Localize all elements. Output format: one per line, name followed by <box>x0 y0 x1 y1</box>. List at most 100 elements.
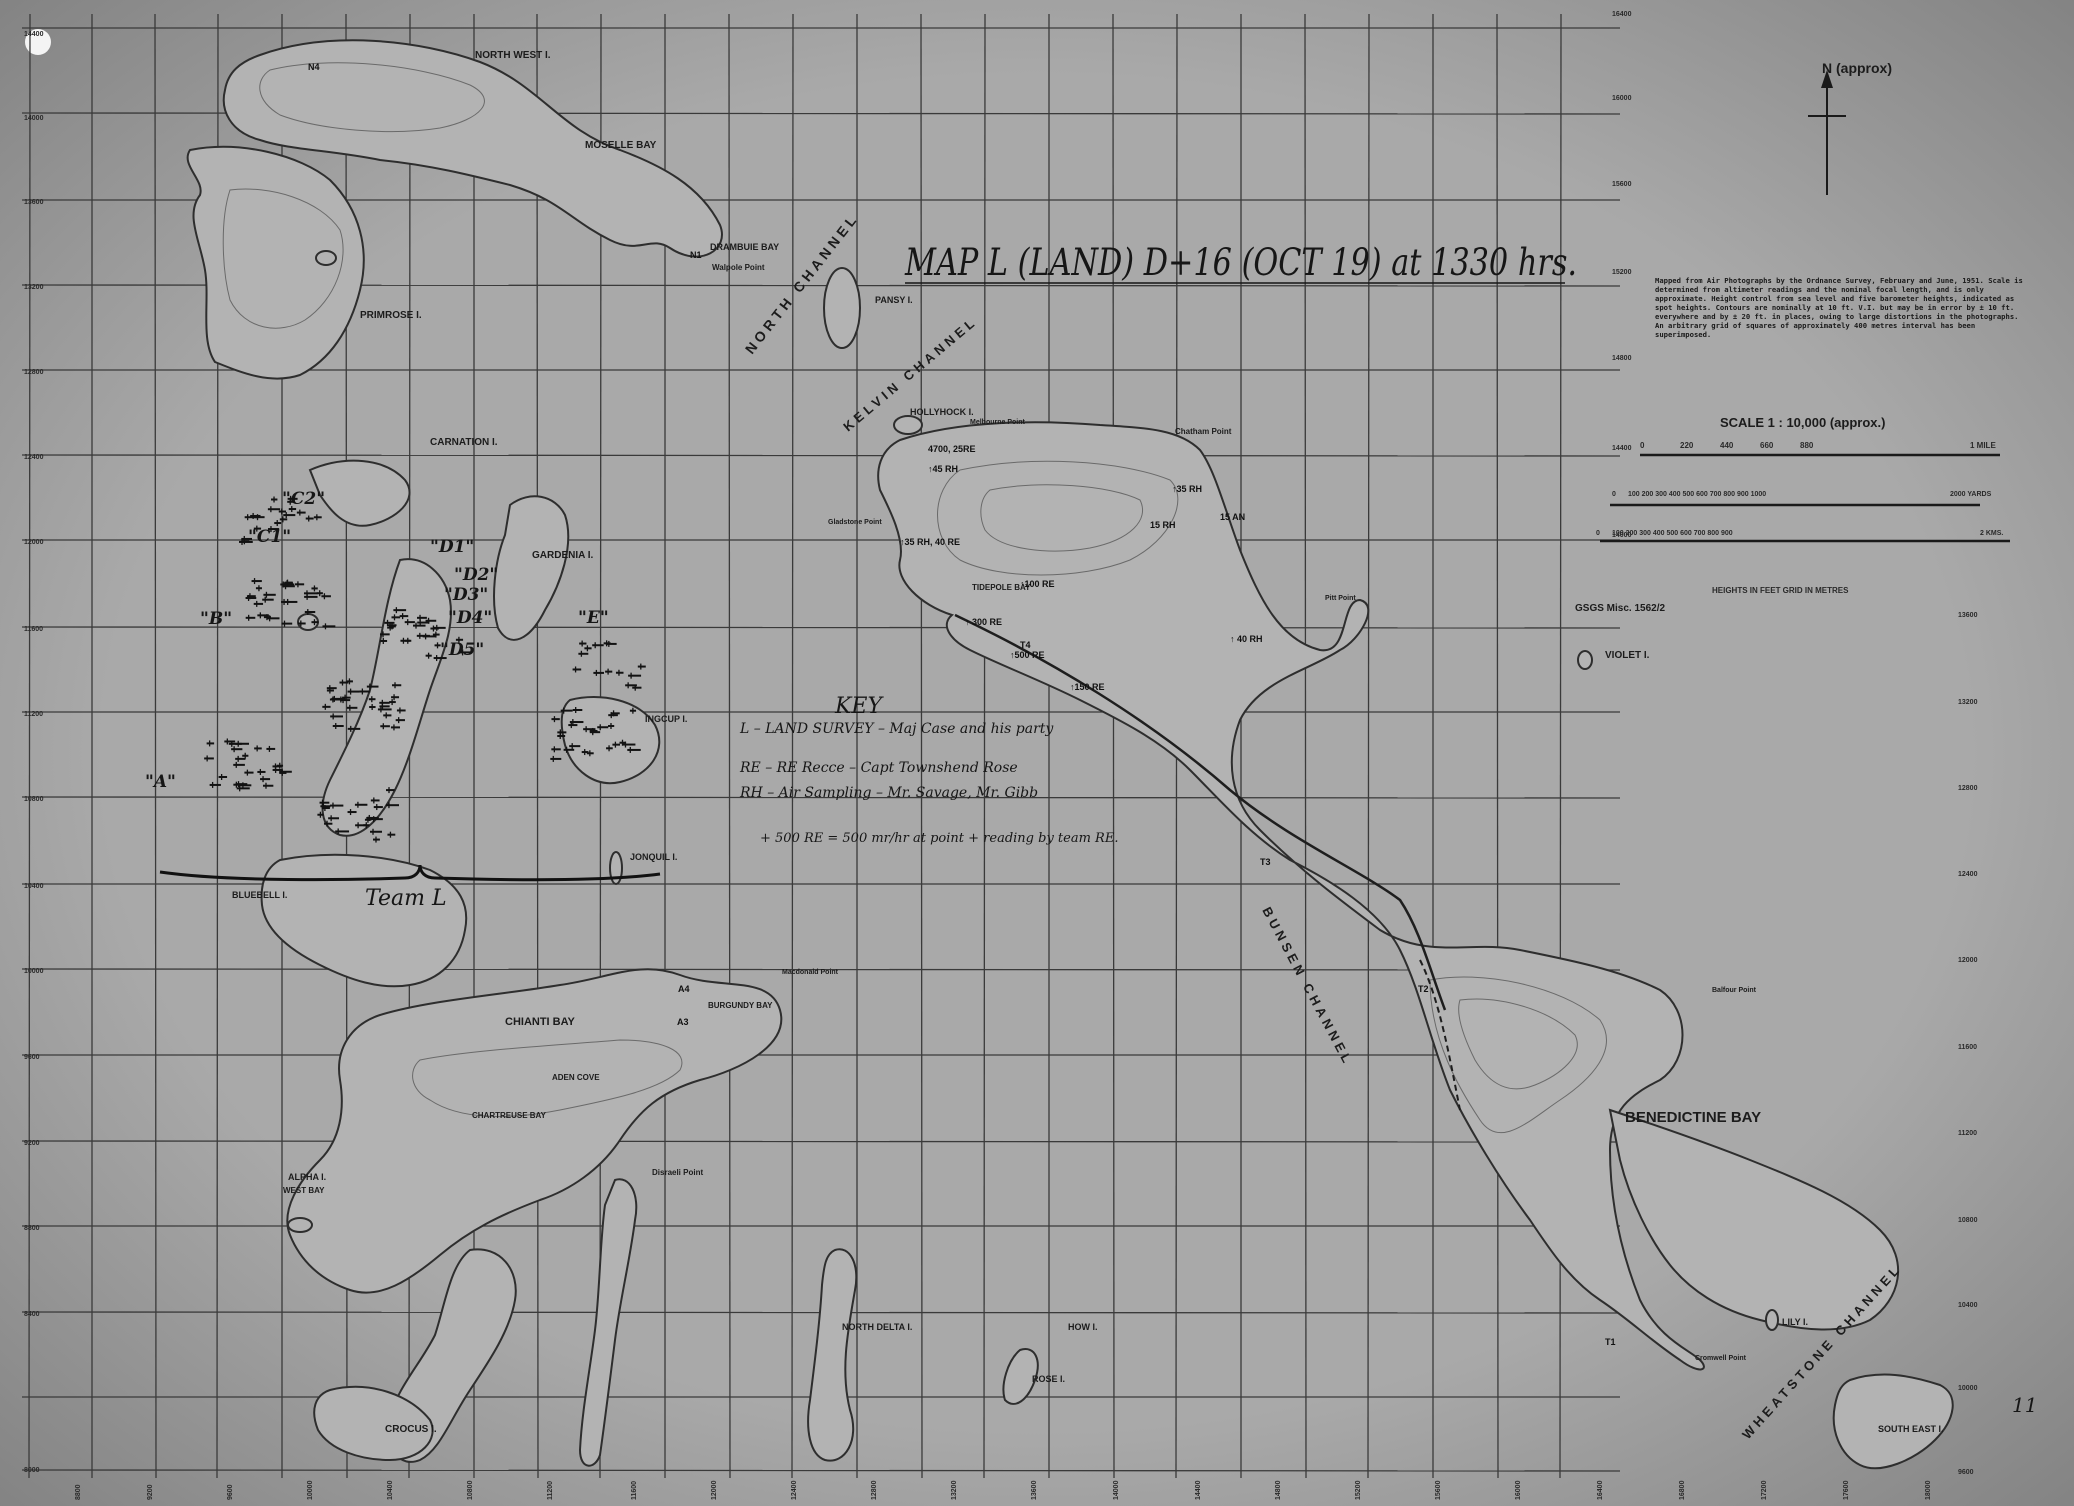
zone-label: "D2" <box>454 565 498 585</box>
grid-label-bottom: 18000 <box>1925 1480 1932 1500</box>
corner-mark: 11 <box>2012 1393 2037 1417</box>
scale-bar1-mile: 1 MILE <box>1970 441 1996 450</box>
grid-label-right: 10000 <box>1958 1385 1978 1392</box>
zone-label: "B" <box>200 609 232 629</box>
grid-label-right: 10800 <box>1958 1217 1978 1224</box>
zone-label: "D4" <box>448 608 492 628</box>
grid-label-bottom: 17600 <box>1843 1480 1850 1500</box>
key-line-reading: + 500 RE = 500 mr/hr at point + reading … <box>760 831 1118 846</box>
grid-label-left: 14400 <box>24 31 44 38</box>
grid-line-vertical <box>154 13 157 1479</box>
grid-label-bottom: 14800 <box>1275 1480 1282 1500</box>
place-crocus-i: CROCUS I. <box>385 1424 437 1435</box>
grid-line-vertical <box>1112 13 1115 1479</box>
zone-label: "E" <box>578 608 609 628</box>
grid-label-bottom: 10800 <box>467 1480 474 1500</box>
north-arrow <box>1808 70 1846 195</box>
radiation-reading: ↑500 RE <box>1010 650 1045 660</box>
grid-label-right: 14000 <box>1612 532 1632 539</box>
grid-label-left: 13200 <box>24 284 44 291</box>
north-label: N (approx) <box>1822 60 1892 76</box>
place-primrose-i: PRIMROSE I. <box>360 310 422 321</box>
survey-point: T2 <box>1418 984 1429 994</box>
crocus-island <box>313 1385 434 1462</box>
place-west-bay: WEST BAY <box>283 1186 325 1195</box>
survey-point: T3 <box>1260 857 1271 867</box>
grid-label-right: 12000 <box>1958 957 1978 964</box>
team-l-brace <box>159 864 661 882</box>
grid-label-bottom: 14000 <box>1113 1480 1120 1500</box>
hollyhock-island <box>893 415 923 435</box>
scale-bar2-yards: 2000 YARDS <box>1950 491 1992 498</box>
place-walpole-point: Walpole Point <box>712 263 765 272</box>
north-delta-island <box>807 1248 858 1462</box>
radiation-reading: ↑100 RE <box>1020 579 1055 589</box>
grid-label-left: 11600 <box>24 626 43 633</box>
grid-label-right: 11200 <box>1958 1130 1977 1137</box>
scale-title: SCALE 1 : 10,000 (approx.) <box>1720 415 1885 430</box>
place-chianti-bay: CHIANTI BAY <box>505 1016 576 1028</box>
alpha-island <box>287 1217 313 1233</box>
grid-label-right: 13600 <box>1958 612 1978 619</box>
map-title: MAP L (LAND) D+16 (OCT 19) at 1330 hrs. <box>904 241 1577 284</box>
radiation-reading: ↑ 40 RH <box>1230 634 1263 644</box>
team-l-label: Team L <box>365 886 447 911</box>
scale-bar3-ticks: 100 200 300 400 500 600 700 800 900 <box>1612 530 1733 537</box>
place-lily-i: LILY I. <box>1782 1317 1808 1327</box>
grid-label-bottom: 9200 <box>147 1484 154 1500</box>
bluebell-island <box>260 853 468 988</box>
jonquil-island <box>609 851 623 885</box>
survey-point: A3 <box>677 1017 689 1027</box>
grid-line-vertical <box>1304 13 1307 1479</box>
violet-island <box>1577 650 1593 670</box>
place-ingcup-i: INGCUP I. <box>645 714 687 724</box>
zone-label: "C2" <box>282 489 325 509</box>
punch-hole <box>25 29 51 55</box>
grid-label-right: 15600 <box>1612 181 1632 188</box>
pansy-island <box>823 267 861 349</box>
grid-label-bottom: 12000 <box>711 1480 718 1500</box>
grid-label-left: 10800 <box>24 796 44 803</box>
grid-line-vertical <box>536 13 539 1479</box>
place-burgundy-bay: BURGUNDY BAY <box>708 1001 773 1010</box>
grid-label-bottom: 14400 <box>1195 1480 1202 1500</box>
key-line-land-survey: L – LAND SURVEY – Maj Case and his party <box>739 721 1054 737</box>
grid-labels: 1440014000136001320012800124001200011600… <box>24 11 1978 1500</box>
grid-line-vertical <box>983 13 986 1479</box>
key-line-re-recce: RE – RE Recce – Capt Townshend Rose <box>739 760 1018 776</box>
grid-label-right: 16400 <box>1612 11 1632 18</box>
place-chartreuse-bay: CHARTREUSE BAY <box>472 1111 547 1120</box>
grid-label-bottom: 10400 <box>387 1480 394 1500</box>
primrose-island <box>186 145 365 380</box>
place-drambuie-bay: DRAMBUIE BAY <box>710 242 779 252</box>
radiation-reading: 15 RH <box>1150 520 1176 530</box>
grid-label-right: 14400 <box>1612 445 1632 452</box>
grid-label-left: 13600 <box>24 199 44 206</box>
survey-track-south <box>1419 959 1461 1111</box>
south-peninsula <box>388 1248 517 1463</box>
grid-label-right: 14800 <box>1612 355 1632 362</box>
grid-label-bottom: 16400 <box>1597 1480 1604 1500</box>
grid-label-bottom: 12400 <box>791 1480 798 1500</box>
benedictine-bay-interior <box>1608 1108 1899 1331</box>
gsgs-ref: GSGS Misc. 1562/2 <box>1575 603 1665 614</box>
place-how-i: HOW I. <box>1068 1322 1098 1332</box>
contours <box>222 62 1607 1134</box>
rose-island <box>1002 1348 1039 1405</box>
place-macdonald-point: Macdonald Point <box>782 969 839 976</box>
scale-bar2-ticks: 100 200 300 400 500 600 700 800 900 1000 <box>1628 491 1766 498</box>
place-north-west-i: NORTH WEST I. <box>475 50 551 61</box>
zone-label: "A" <box>145 772 176 792</box>
grid-line-horizontal <box>21 454 1621 457</box>
radiation-reading: 4700, 25RE <box>928 444 976 454</box>
grid-label-right: 11600 <box>1958 1044 1977 1051</box>
place-south-east-i: SOUTH EAST I. <box>1878 1424 1944 1434</box>
grid-label-bottom: 13600 <box>1031 1480 1038 1500</box>
zone-labels: "C2""C1""B""A""D1""D2""D3""D4""D5""E" <box>145 489 609 792</box>
grid-label-bottom: 11200 <box>547 1481 554 1500</box>
grid-line-vertical <box>791 13 794 1479</box>
grid-label-bottom: 15200 <box>1355 1480 1362 1500</box>
grid-label-right: 16000 <box>1612 95 1632 102</box>
